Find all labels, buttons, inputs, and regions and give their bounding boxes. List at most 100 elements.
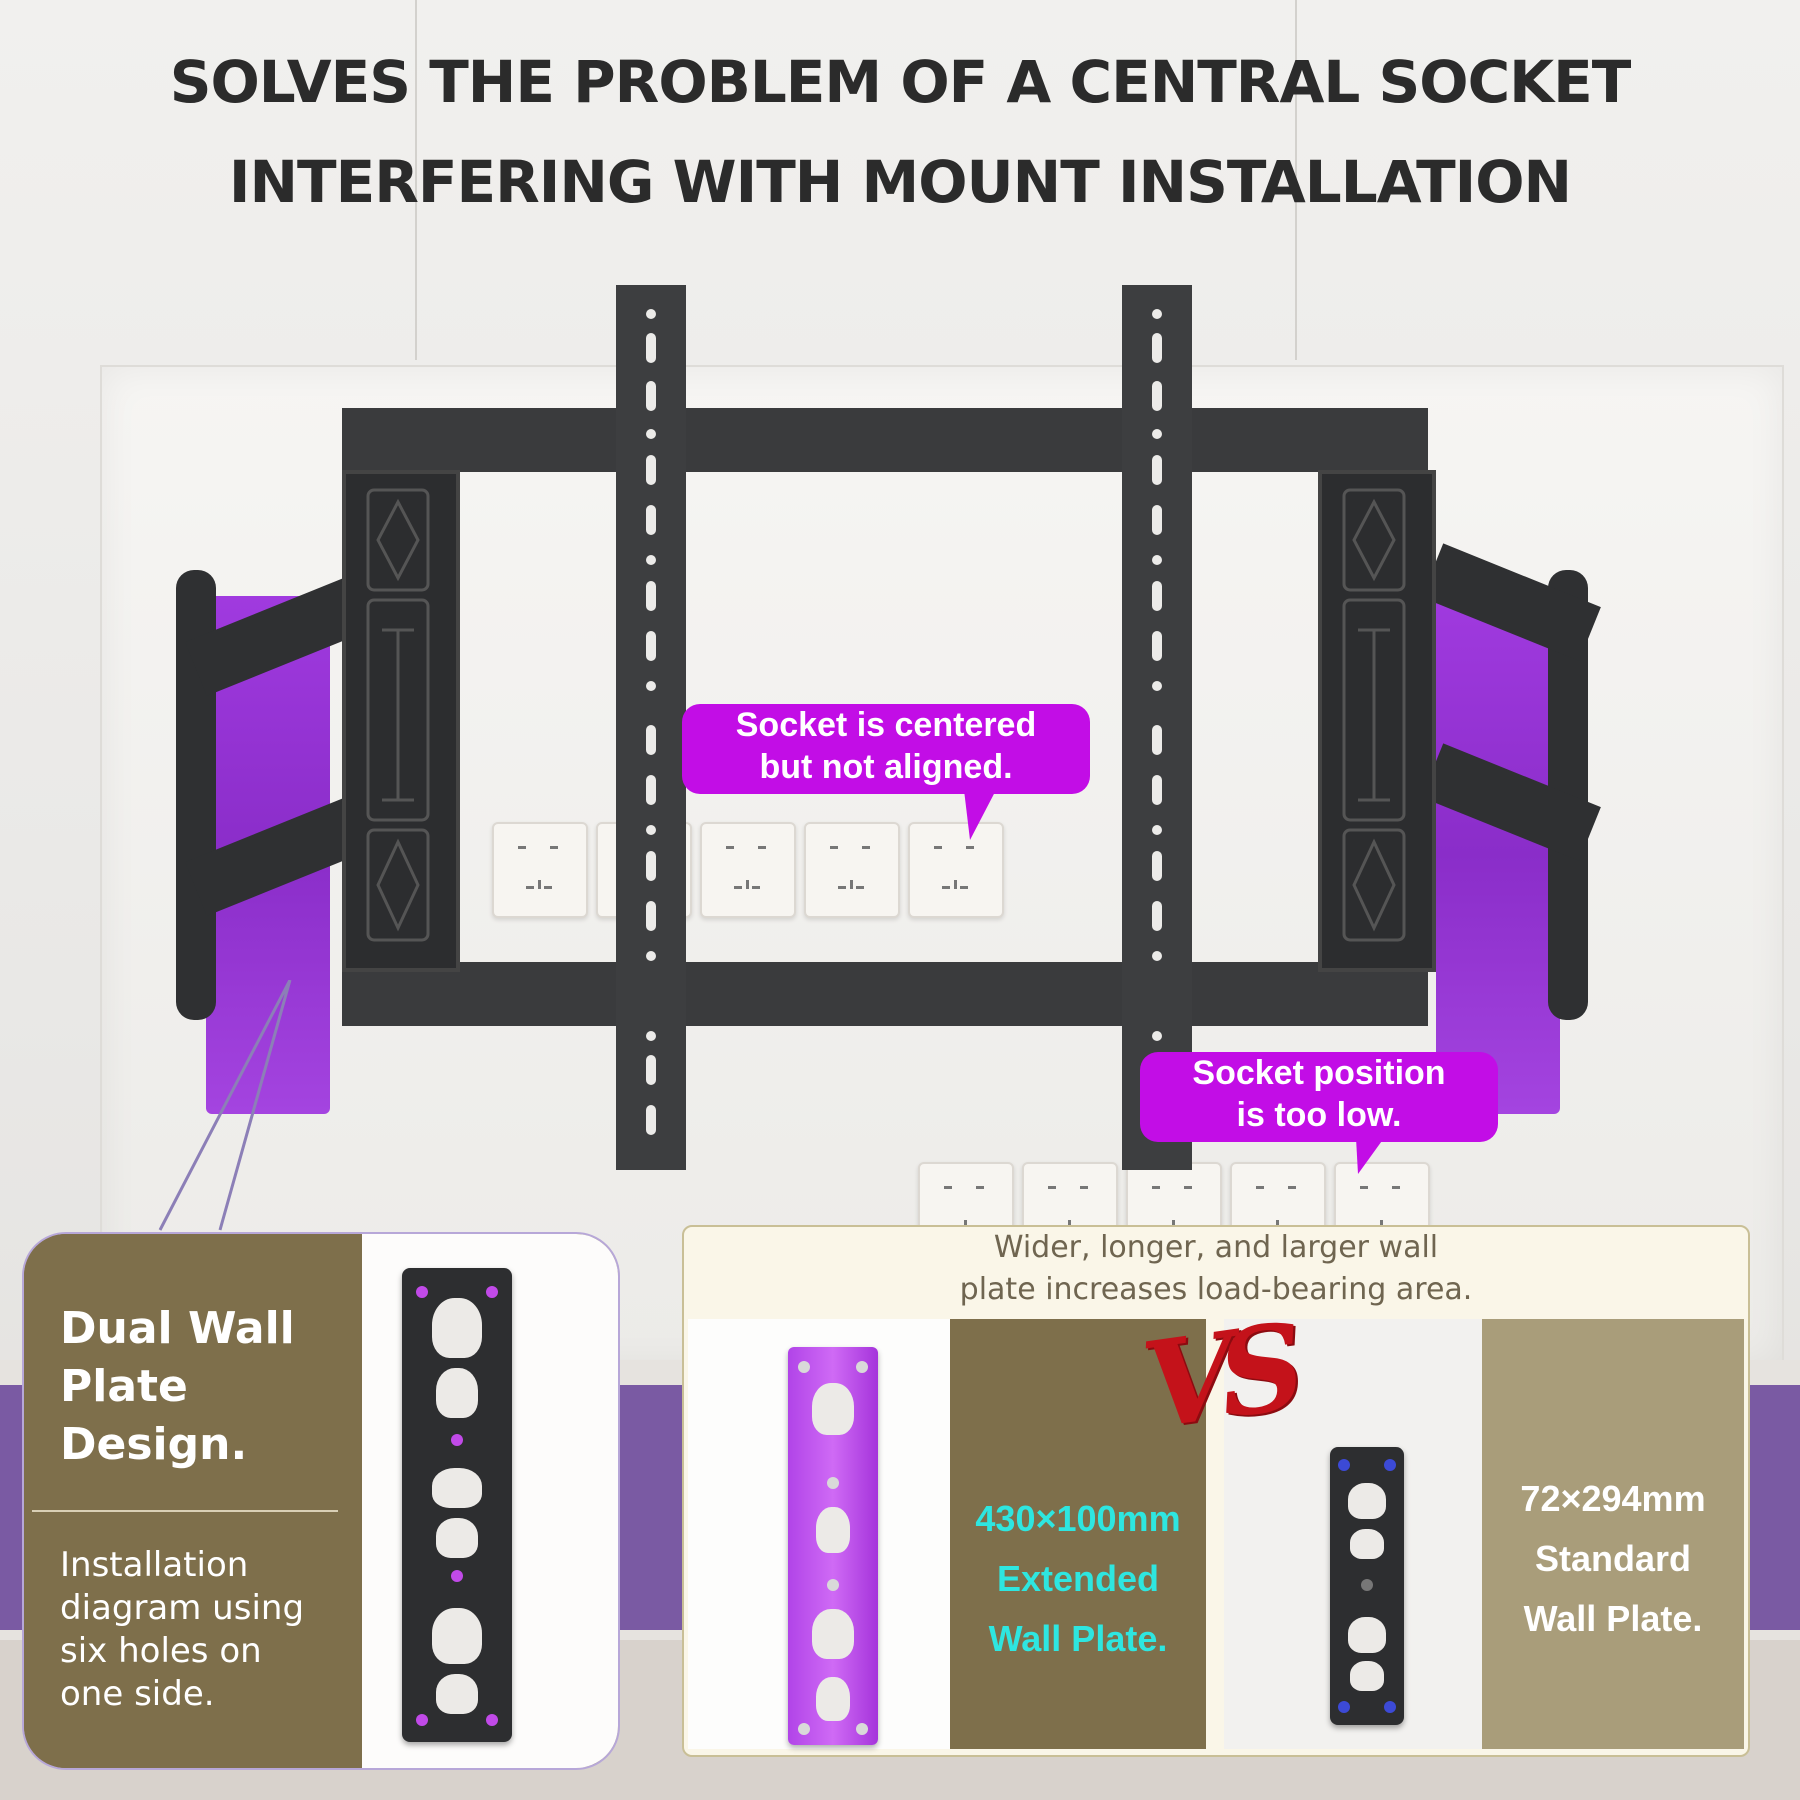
- extended-spec-type: Extended: [996, 1558, 1160, 1599]
- plate-cutout: [436, 1368, 478, 1418]
- plate-cutout: [1348, 1483, 1386, 1519]
- arm-slots-right: [1152, 309, 1162, 1135]
- socket-pin: [538, 880, 541, 889]
- socket-pin: [1276, 1220, 1279, 1229]
- mount-bottom-rail: [342, 962, 1428, 1026]
- mount-side-block-left: [342, 470, 460, 972]
- headline-line-2: INTERFERING WITH MOUNT INSTALLATION: [228, 148, 1572, 216]
- extended-spec-size: 430×100mm: [975, 1498, 1181, 1539]
- callout-low-line-2: is too low.: [1236, 1096, 1402, 1134]
- socket-pin: [1184, 1186, 1192, 1189]
- plate-cutout: [812, 1383, 854, 1435]
- socket-pin: [838, 886, 846, 889]
- screw-icon: [827, 1579, 839, 1591]
- plate-cutout: [432, 1608, 482, 1664]
- socket-pin: [1380, 1220, 1383, 1229]
- socket-pin: [726, 846, 734, 849]
- side-block-marks-right: [1342, 488, 1406, 942]
- screw-icon: [416, 1714, 428, 1726]
- socket-pin: [1256, 1186, 1264, 1189]
- versus-mark: VS: [1135, 1297, 1298, 1456]
- callout-centered-line-2: but not aligned.: [759, 748, 1013, 786]
- socket-pin: [1288, 1186, 1296, 1189]
- wall-plate-right: [1436, 596, 1560, 1114]
- socket-pin: [550, 846, 558, 849]
- screw-icon: [798, 1723, 810, 1735]
- socket-pin: [966, 846, 974, 849]
- screw-icon: [1361, 1579, 1373, 1591]
- socket-pin: [964, 1220, 967, 1229]
- screw-icon: [486, 1286, 498, 1298]
- card-body-line: Installation: [60, 1545, 249, 1585]
- extended-plate-image-pane: [688, 1319, 950, 1749]
- plate-cutout: [1348, 1617, 1386, 1653]
- socket-pin: [1152, 1186, 1160, 1189]
- socket-pin: [1048, 1186, 1056, 1189]
- socket-pin: [752, 886, 760, 889]
- callout-pointer: [964, 790, 996, 840]
- extended-purple-plate-image: [788, 1347, 878, 1745]
- card-body-line: diagram using: [60, 1588, 305, 1628]
- plate-cutout: [816, 1507, 850, 1553]
- standard-spec: 72×294mm Standard Wall Plate.: [1482, 1469, 1744, 1649]
- comparison-caption-line-1: Wider, longer, and larger wall: [993, 1230, 1439, 1265]
- mount-top-rail: [342, 408, 1428, 472]
- socket-pin: [976, 1186, 984, 1189]
- black-wall-plate-image: [402, 1268, 512, 1742]
- socket-pin: [862, 846, 870, 849]
- socket-pin: [954, 880, 957, 889]
- side-block-marks-left: [366, 488, 430, 942]
- wall-panel-seam: [415, 0, 417, 360]
- plate-cutout: [432, 1468, 482, 1508]
- screw-icon: [1384, 1701, 1396, 1713]
- card-heading-line: Dual Wall: [60, 1303, 295, 1354]
- screw-icon: [798, 1361, 810, 1373]
- callout-centered-line-1: Socket is centered: [735, 706, 1037, 744]
- plate-cutout: [432, 1298, 482, 1358]
- socket-pin: [734, 886, 742, 889]
- socket-pin: [746, 880, 749, 889]
- standard-plate-image-pane: [1224, 1319, 1488, 1749]
- plate-cutout: [436, 1674, 478, 1714]
- screw-icon: [827, 1477, 839, 1489]
- screw-icon: [451, 1434, 463, 1446]
- socket-pin: [1080, 1186, 1088, 1189]
- comparison-card: Wider, longer, and larger wall plate inc…: [682, 1225, 1750, 1757]
- card-body-line: one side.: [60, 1674, 215, 1714]
- callout-socket-centered: Socket is centered but not aligned.: [682, 704, 1090, 794]
- screw-icon: [1338, 1701, 1350, 1713]
- screw-icon: [1384, 1459, 1396, 1471]
- extended-spec: 430×100mm Extended Wall Plate.: [950, 1489, 1206, 1669]
- standard-spec-name: Wall Plate.: [1523, 1598, 1703, 1639]
- card-heading: Dual Wall Plate Design.: [60, 1300, 295, 1474]
- comparison-caption-line-2: plate increases load-bearing area.: [959, 1272, 1473, 1307]
- standard-spec-size: 72×294mm: [1520, 1478, 1706, 1519]
- wall-panel-seam: [1295, 0, 1297, 360]
- socket-pin: [544, 886, 552, 889]
- socket-pin: [1392, 1186, 1400, 1189]
- socket-icon: [492, 822, 588, 918]
- socket-pin: [1360, 1186, 1368, 1189]
- socket-pin: [850, 880, 853, 889]
- socket-pin: [944, 1186, 952, 1189]
- plate-cutout: [436, 1518, 478, 1558]
- socket-icon: [804, 822, 900, 918]
- screw-icon: [486, 1714, 498, 1726]
- card-text-column: Dual Wall Plate Design. Installation dia…: [24, 1234, 362, 1768]
- card-divider: [32, 1510, 338, 1512]
- socket-pin: [1172, 1220, 1175, 1229]
- callout-low-line-1: Socket position: [1192, 1054, 1446, 1092]
- card-heading-line: Plate: [60, 1361, 188, 1412]
- socket-pin: [934, 846, 942, 849]
- socket-pin: [1068, 1220, 1071, 1229]
- socket-pin: [518, 846, 526, 849]
- socket-pin: [856, 886, 864, 889]
- socket-icon: [908, 822, 1004, 918]
- callout-socket-low: Socket position is too low.: [1140, 1052, 1498, 1142]
- plate-cutout: [816, 1677, 850, 1721]
- screw-icon: [856, 1361, 868, 1373]
- socket-pin: [758, 846, 766, 849]
- socket-pin: [942, 886, 950, 889]
- socket-pin: [526, 886, 534, 889]
- socket-pin: [830, 846, 838, 849]
